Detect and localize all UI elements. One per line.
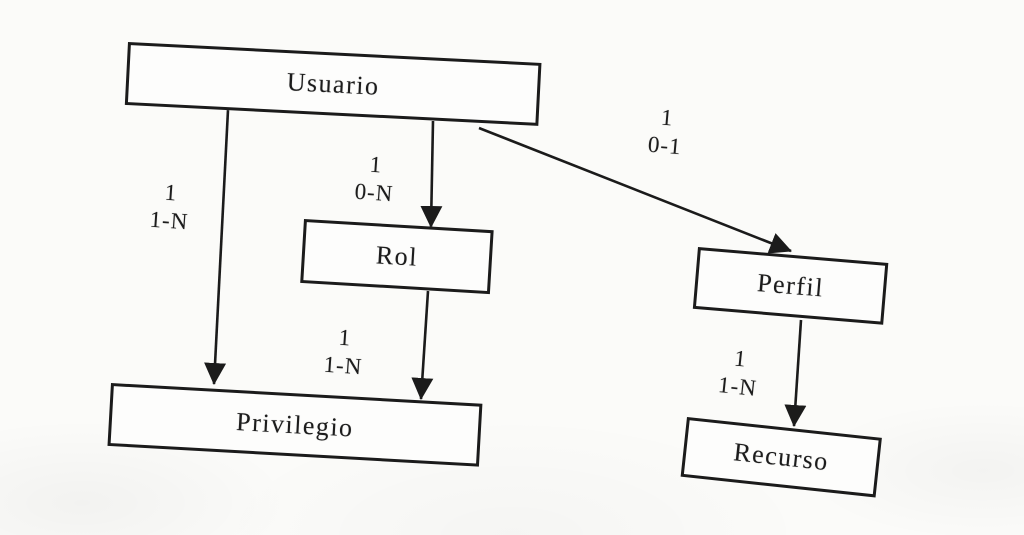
arrow-usuario-perfil bbox=[478, 126, 792, 254]
cardinality-near: 1 bbox=[732, 345, 749, 372]
entity-label-recurso: Recurso bbox=[732, 437, 831, 477]
entity-label-usuario: Usuario bbox=[286, 66, 381, 101]
entity-label-privilegio: Privilegio bbox=[235, 406, 355, 443]
arrow-usuario-privilegio bbox=[204, 109, 230, 385]
cardinality-label-usuario-privilegio: 1 1-N bbox=[149, 178, 192, 237]
cardinality-far: 1-N bbox=[148, 206, 190, 235]
arrow-rol-privilegio bbox=[411, 290, 434, 400]
cardinality-far: 1-N bbox=[716, 371, 759, 401]
arrow-perfil-recurso bbox=[784, 319, 807, 427]
entity-label-perfil: Perfil bbox=[756, 268, 826, 303]
cardinality-label-usuario-rol: 1 0-N bbox=[354, 150, 397, 209]
cardinality-label-perfil-recurso: 1 1-N bbox=[717, 343, 761, 403]
cardinality-near: 1 bbox=[368, 151, 384, 178]
entity-box-rol: Rol bbox=[300, 219, 494, 295]
arrow-usuario-rol bbox=[420, 120, 443, 228]
cardinality-label-rol-privilegio: 1 1-N bbox=[323, 323, 366, 382]
entity-label-rol: Rol bbox=[375, 240, 419, 272]
cardinality-far: 1-N bbox=[322, 351, 364, 380]
cardinality-near: 1 bbox=[163, 179, 179, 206]
cardinality-label-usuario-perfil: 1 0-1 bbox=[647, 103, 685, 162]
cardinality-near: 1 bbox=[337, 324, 353, 351]
cardinality-far: 0-N bbox=[353, 178, 395, 207]
cardinality-near: 1 bbox=[659, 104, 675, 131]
cardinality-far: 0-1 bbox=[646, 131, 683, 160]
